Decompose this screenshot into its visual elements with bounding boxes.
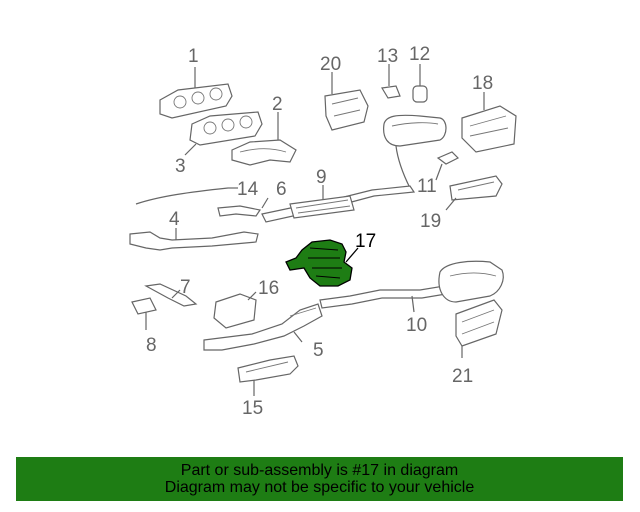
part-8-insulator [131,297,157,330]
callout-3: 3 [175,156,186,177]
diagram-artwork [129,64,517,396]
info-banner: Part or sub-assembly is #17 in diagram D… [16,457,623,501]
callout-16: 16 [258,278,280,299]
part-3-manifold [184,111,263,156]
callout-11: 11 [417,176,437,197]
part-21-heat-shield [455,299,503,358]
part-6-bracket [217,197,269,217]
part-12-insulator [412,64,428,103]
part-2-manifold-pipe [231,112,297,166]
part-13-hanger [381,64,401,99]
callout-14: 14 [237,179,259,200]
part-9-intermediate-pipe [261,185,416,223]
callout-10: 10 [406,315,428,336]
callout-17: 17 [355,231,377,252]
callout-19: 19 [420,211,442,232]
part-1-manifold-gasket [159,67,233,119]
rear-muffler-upper [383,114,447,189]
part-17-assembly [285,239,359,287]
callout-21: 21 [452,366,474,387]
exhaust-parts-diagram: 1 2 3 4 5 6 7 8 9 10 11 12 13 14 15 16 1… [129,44,517,419]
callout-7: 7 [180,277,191,298]
callout-15: 15 [242,398,264,419]
part-4-front-pipe [129,228,259,251]
callout-12: 12 [409,44,431,65]
callout-9: 9 [316,167,327,188]
part-14-sensor-wire [135,187,238,205]
part-20-heat-shield [324,72,369,131]
part-11-bracket [435,151,460,181]
part-10-rear-muffler [319,260,504,313]
part-5-converter-pipe [203,303,323,351]
part-7-bracket [144,283,198,307]
part-19-heat-shield [445,175,503,211]
callout-4: 4 [169,209,180,230]
callout-13: 13 [377,46,399,67]
callout-2: 2 [272,94,283,115]
banner-line-2: Diagram may not be specific to your vehi… [164,479,475,496]
banner-line-1: Part or sub-assembly is #17 in diagram [180,462,459,479]
part-15-heat-shield [237,355,299,396]
callout-5: 5 [313,340,324,361]
callout-8: 8 [146,335,157,356]
callout-20: 20 [320,54,342,75]
part-16-heat-shield [213,291,257,329]
part-18-heat-shield [461,92,517,153]
callout-6: 6 [276,179,287,200]
callout-18: 18 [472,73,494,94]
callout-1: 1 [188,46,199,67]
